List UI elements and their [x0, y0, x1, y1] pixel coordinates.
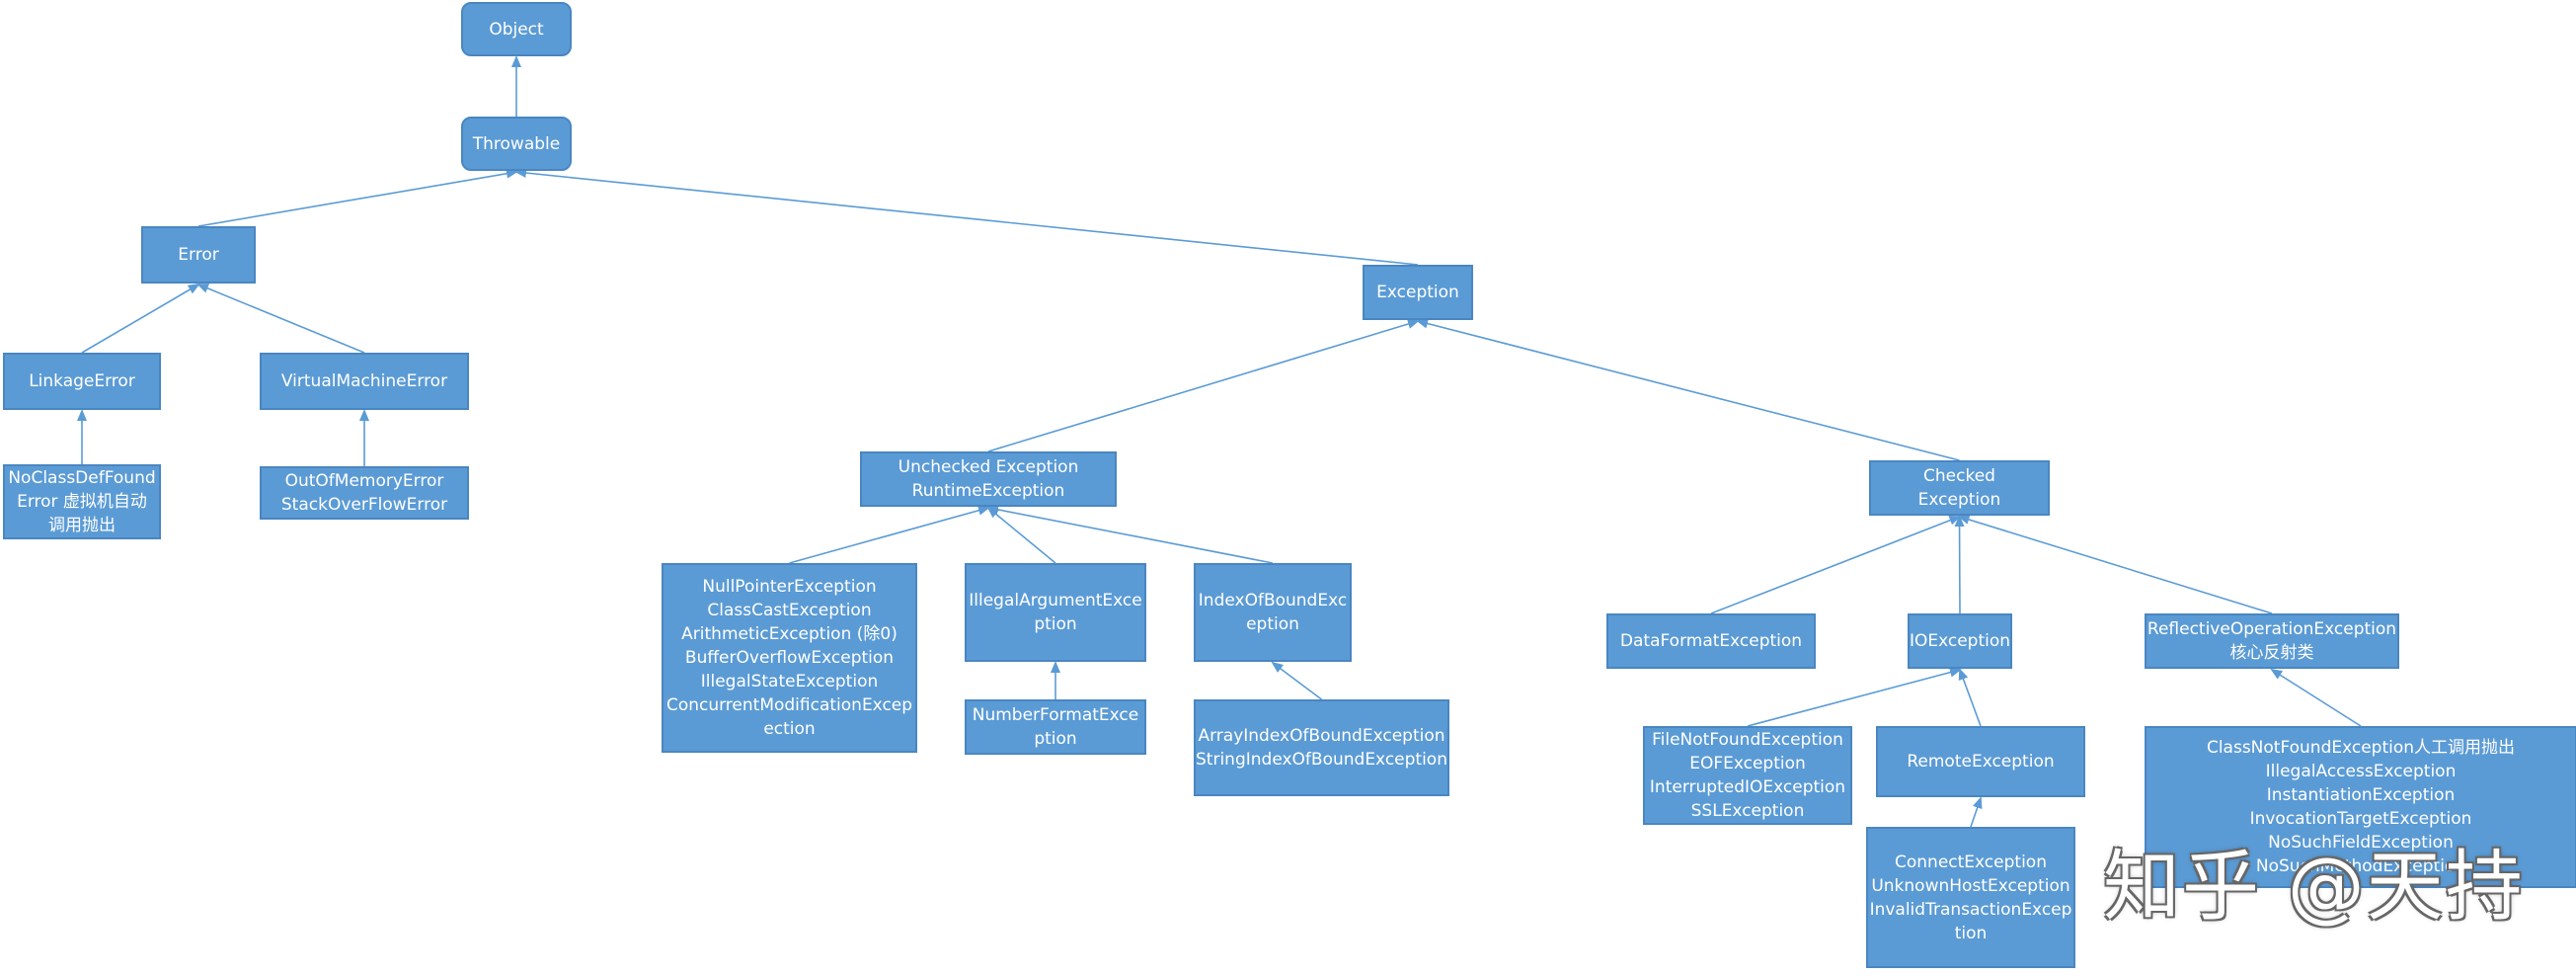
node-exception: Exception: [1363, 265, 1473, 320]
node-text-line: InvocationTargetException: [2249, 809, 2472, 829]
edge-data_format_exception-to-checked_exception: [1710, 515, 1962, 614]
node-text-line: DataFormatException: [1619, 631, 1803, 651]
edge-illegal_argument_exception-to-unchecked_exception: [986, 506, 1056, 564]
node-text-line: NoSuchMethodException: [2255, 856, 2466, 876]
node-reflective-subclass-list: ClassNotFoundException人工调用抛出 IllegalAcces…: [2145, 726, 2576, 888]
node-text-line: ReflectiveOperationException: [2147, 619, 2397, 639]
node-text-line: Unchecked Exception: [898, 457, 1079, 477]
node-text-line: RuntimeException: [911, 481, 1065, 501]
edge-runtime_list-to-unchecked_exception: [789, 505, 990, 564]
node-text-line: FileNotFoundException: [1652, 730, 1843, 750]
node-text-line: IllegalAccessException: [2265, 762, 2457, 781]
edge-reflective_operation_exception-to-checked_exception: [1957, 515, 2273, 614]
node-text-line: InvalidTransactionExcep: [1869, 899, 2072, 920]
node-text-line: NoSuchFieldException: [2268, 833, 2454, 853]
node-linkage-error: LinkageError: [3, 353, 161, 410]
node-number-format-exception: NumberFormatExce ption: [965, 699, 1146, 755]
edge-io_list-to-io_exception: [1747, 667, 1962, 727]
node-text-line: Checked: [1923, 466, 1995, 486]
node-text-line: Object: [489, 19, 544, 40]
node-io-exception: IOException: [1908, 613, 2012, 669]
node-text-line: NullPointerException: [702, 577, 877, 597]
node-error: Error: [141, 226, 256, 284]
edge-unchecked_exception-to-exception: [987, 319, 1420, 452]
node-text-line: RemoteException: [1907, 752, 2055, 772]
node-text-line: Exception: [1376, 283, 1459, 302]
edge-index_of_bound_exception-to-unchecked_exception: [986, 505, 1274, 564]
edge-error-to-throwable: [197, 168, 518, 227]
node-text-line: EOFException: [1689, 754, 1806, 773]
node-text-line: Throwable: [472, 133, 561, 154]
watermark: 知乎 @天持: [2103, 843, 2525, 932]
node-text-line: ClassNotFoundException人工调用抛出: [2206, 738, 2516, 758]
node-text-line: 调用抛出: [48, 516, 116, 535]
node-object: Object: [461, 2, 572, 56]
edge-remote_exception-to-io_exception: [1958, 668, 1982, 727]
node-text-line: NumberFormatExce: [972, 705, 1139, 725]
node-text-line: BufferOverflowException: [684, 648, 895, 668]
node-text-line: SSLException: [1690, 801, 1805, 821]
edge-array_index_list-to-index_of_bound_exception: [1271, 661, 1322, 700]
node-text-line: ption: [1034, 729, 1077, 749]
edge-linkage_error-to-error: [81, 283, 200, 354]
node-text-line: ConnectException: [1895, 852, 2047, 872]
node-text-line: StringIndexOfBoundException: [1196, 750, 1447, 770]
node-text-line: OutOfMemoryError: [284, 471, 444, 491]
node-text-line: eption: [1246, 614, 1299, 634]
node-text-line: ConcurrentModificationExcep: [665, 695, 913, 715]
node-text-line: UnknownHostException: [1871, 875, 2070, 896]
edge-virtual_machine_error-to-error: [196, 284, 365, 354]
edge-exception-to-throwable: [514, 168, 1419, 266]
edge-io_exception-to-checked_exception: [1954, 515, 1965, 614]
node-remote-exception: RemoteException: [1876, 726, 2085, 797]
node-text-line: 核心反射类: [2229, 643, 2314, 663]
node-reflective-operation-exception: ReflectiveOperationException 核心反射类: [2145, 613, 2399, 669]
node-text-line: InterruptedIOException: [1649, 777, 1846, 797]
node-text-line: NoClassDefFound: [8, 468, 156, 488]
node-text-line: StackOverFlowError: [280, 495, 448, 515]
node-text-line: Error 虚拟机自动: [17, 492, 147, 512]
node-text-line: VirtualMachineError: [280, 371, 448, 391]
node-text-line: ClassCastException: [707, 601, 872, 620]
node-text-line: Error: [178, 245, 219, 265]
node-virtual-machine-error: VirtualMachineError: [260, 353, 469, 410]
node-text-line: ection: [763, 719, 816, 739]
node-illegal-argument-exception: IllegalArgumentExce ption: [965, 563, 1146, 662]
node-text-line: InstantiationException: [2266, 785, 2456, 805]
node-text-line: ArithmeticException (除0): [681, 624, 898, 644]
node-text-line: IllegalStateException: [700, 672, 879, 691]
node-text-line: Exception: [1917, 490, 2001, 510]
node-data-format-exception: DataFormatException: [1606, 613, 1816, 669]
edge-reflect_list-to-reflective_operation_exception: [2270, 668, 2362, 727]
node-index-of-bound-exception: IndexOfBoundExc eption: [1194, 563, 1352, 662]
node-text-line: tion: [1954, 923, 1988, 943]
node-text-line: IOException: [1909, 631, 2011, 651]
edge-connect_list-to-remote_exception: [1970, 796, 1983, 828]
node-throwable: Throwable: [461, 117, 572, 171]
node-text-line: LinkageError: [29, 371, 135, 391]
node-text-line: IllegalArgumentExce: [969, 591, 1142, 610]
node-text-line: IndexOfBoundExc: [1198, 591, 1348, 610]
edge-checked_exception-to-exception: [1416, 318, 1960, 461]
node-text-line: ArrayIndexOfBoundException: [1198, 726, 1445, 746]
node-text-line: ption: [1034, 614, 1077, 634]
